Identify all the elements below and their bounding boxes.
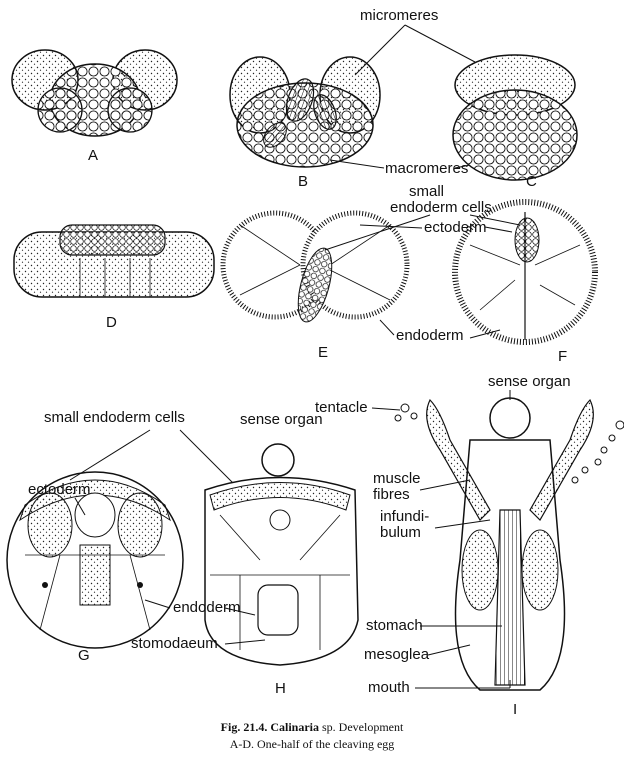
label-micromeres: micromeres: [360, 7, 438, 24]
label-sense-organ-h: sense organ: [240, 411, 323, 428]
label-endoderm-cells: endoderm cells: [390, 199, 492, 216]
label-ectoderm-ef: ectoderm: [424, 219, 487, 236]
label-infundi: infundi-: [380, 508, 429, 525]
caption-fig-no: Fig. 21.4.: [220, 720, 268, 734]
panel-label-g: G: [78, 647, 90, 664]
embryo-c: [452, 54, 578, 181]
label-mesoglea: mesoglea: [364, 646, 430, 663]
panel-label-d: D: [106, 314, 117, 331]
label-stomach: stomach: [366, 617, 423, 634]
embryo-a: [11, 49, 178, 137]
figure-caption-line2: A-D. One-half of the cleaving egg: [229, 737, 395, 751]
embryo-b: [229, 56, 381, 168]
embryo-g: [6, 471, 184, 649]
label-sense-organ-i: sense organ: [488, 373, 571, 390]
label-muscle: muscle: [373, 470, 421, 487]
embryo-i: [394, 397, 624, 691]
panel-label-f: F: [558, 348, 567, 365]
embryo-h: [204, 443, 359, 666]
label-small: small: [409, 183, 444, 200]
label-small-endoderm-cells-g: small endoderm cells: [44, 409, 185, 426]
label-fibres: fibres: [373, 486, 410, 503]
label-macromeres: macromeres: [385, 160, 468, 177]
panel-label-e: E: [318, 344, 328, 361]
label-endoderm-g: endoderm: [173, 599, 241, 616]
embryo-f: [452, 199, 598, 345]
panel-label-i: I: [513, 701, 517, 718]
label-endoderm-ef: endoderm: [396, 327, 464, 344]
label-ectoderm-g: ectoderm: [28, 481, 91, 498]
embryo-d: [13, 224, 215, 298]
embryo-e: [220, 210, 410, 323]
caption-rest: sp. Development: [322, 720, 404, 734]
panel-label-c: C: [526, 173, 537, 190]
label-mouth: mouth: [368, 679, 410, 696]
panel-label-h: H: [275, 680, 286, 697]
figure-caption: Fig. 21.4. Calinaria sp. Development: [0, 720, 624, 735]
panel-label-a: A: [88, 147, 98, 164]
label-bulum: bulum: [380, 524, 421, 541]
micromeres-leaders: [354, 24, 476, 76]
caption-genus: Calinaria: [270, 720, 319, 734]
panel-label-b: B: [298, 173, 308, 190]
label-stomodaeum: stomodaeum: [131, 635, 218, 652]
label-tentacle: tentacle: [315, 399, 368, 416]
